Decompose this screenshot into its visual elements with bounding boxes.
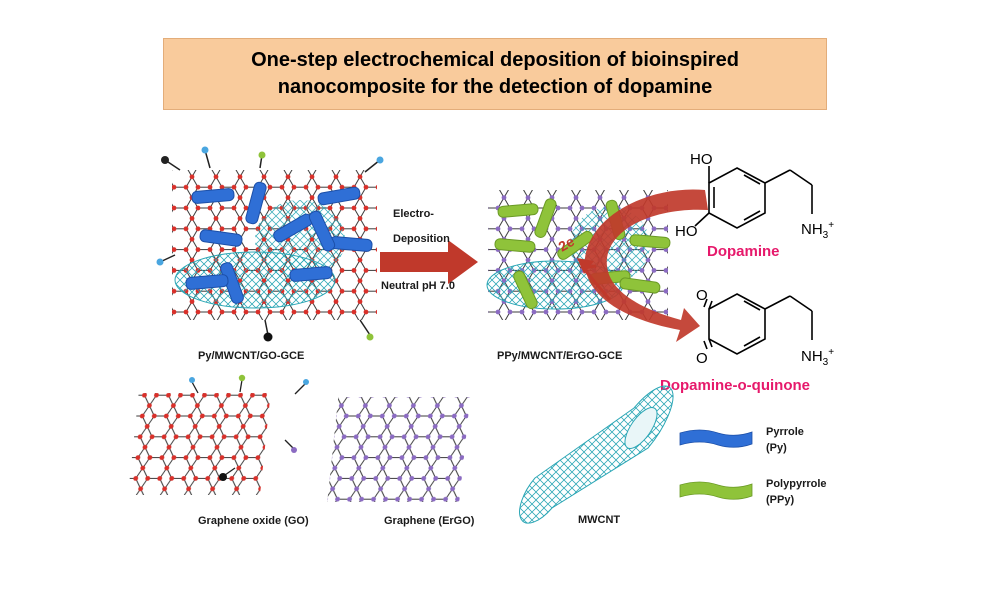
title-line-1: One-step electrochemical deposition of b… xyxy=(251,49,739,71)
label-graphene-oxide: Graphene oxide (GO) xyxy=(198,515,309,527)
quinone-amine: NH3+ xyxy=(801,347,834,368)
dopamine-hydroxyl-bottom: HO xyxy=(675,223,698,240)
condition-label: Neutral pH 7.0 xyxy=(381,280,455,292)
legend-pyrrole-1: Pyrrole xyxy=(766,426,804,438)
legend-swatch-pyrrole xyxy=(679,429,753,448)
legend xyxy=(679,429,753,500)
label-py-mwcnt-go-gce: Py/MWCNT/GO-GCE xyxy=(198,350,304,362)
title-line-2: nanocomposite for the detection of dopam… xyxy=(277,76,713,98)
quinone-structure xyxy=(703,293,813,355)
step-label-electro: Electro- xyxy=(393,208,434,220)
dopamine-amine: NH3+ xyxy=(801,220,834,241)
quinone-oxygen-bottom: O xyxy=(696,350,708,367)
py-mwcnt-go-composite xyxy=(156,146,384,342)
label-graphene-ergo: Graphene (ErGO) xyxy=(384,515,475,527)
label-ppy-mwcnt-ergo-gce: PPy/MWCNT/ErGO-GCE xyxy=(497,350,622,362)
dopamine-label: Dopamine xyxy=(707,243,780,260)
graphene-oxide-sheet xyxy=(127,374,309,495)
quinone-oxygen-top: O xyxy=(696,287,708,304)
legend-ppy-1: Polypyrrole xyxy=(766,478,827,490)
dopamine-hydroxyl-top: HO xyxy=(690,151,713,168)
label-mwcnt: MWCNT xyxy=(578,514,620,526)
dopamine-structure xyxy=(694,166,813,229)
legend-ppy-2: (PPy) xyxy=(766,494,794,506)
title-box: One-step electrochemical deposition of b… xyxy=(163,38,827,110)
electron-label: 2e xyxy=(556,233,578,255)
legend-swatch-polypyrrole xyxy=(679,481,753,500)
step-label-deposition: Deposition xyxy=(393,233,450,245)
electrodeposition-arrow xyxy=(380,240,478,284)
graphene-ergo-sheet xyxy=(327,397,471,502)
mwcnt-tube xyxy=(519,385,674,524)
quinone-label: Dopamine-o-quinone xyxy=(660,377,810,394)
legend-pyrrole-2: (Py) xyxy=(766,442,787,454)
redox-curved-arrow xyxy=(577,189,708,342)
